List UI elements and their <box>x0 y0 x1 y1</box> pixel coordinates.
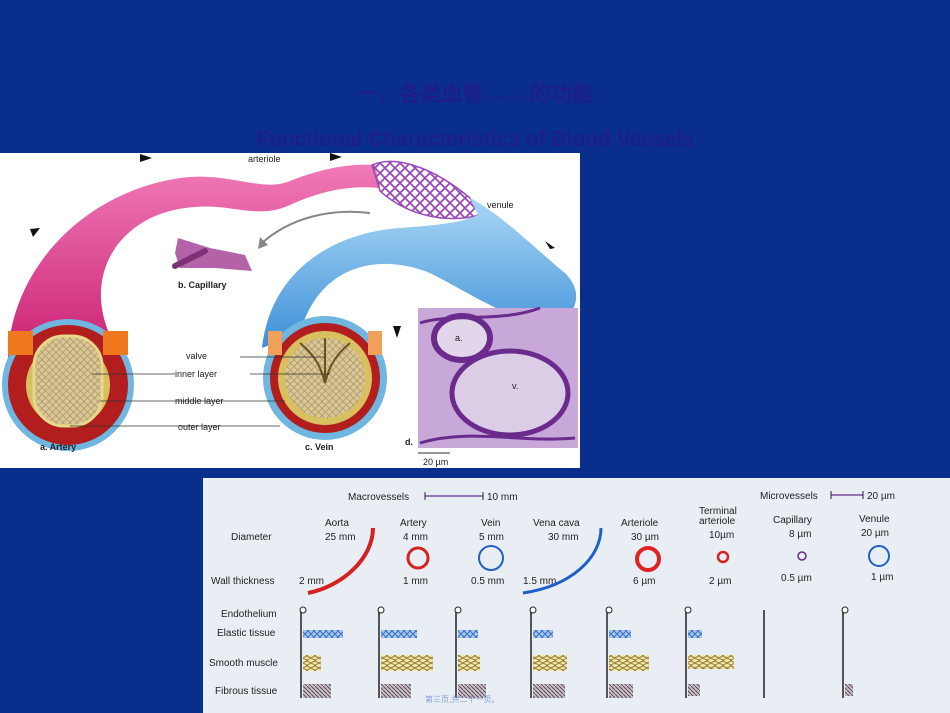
title-pinyin: (xuèguǎn) <box>483 94 530 104</box>
vessel-wall: 2 µm <box>709 576 731 587</box>
artery-cross-section <box>2 319 134 451</box>
vessel-arteriole: Arteriole 30 µm 6 µm <box>605 518 661 698</box>
macrovessels-label: Macrovessels <box>348 492 409 503</box>
vessel-wall: 1 mm <box>403 576 428 587</box>
vessel-name: Capillary <box>773 515 812 526</box>
title-chinese: 一、各类血管(xuèguǎn)的功能 <box>357 82 593 106</box>
label-micro-v: v. <box>512 381 518 391</box>
vessel-name: Arteriole <box>621 518 659 529</box>
micrograph <box>418 306 578 448</box>
vessel-wall: 1.5 mm <box>523 576 556 587</box>
microvessels-label: Microvessels <box>760 491 818 502</box>
vessel-wall: 1 µm <box>871 572 893 583</box>
vessel-name: Vena cava <box>533 518 580 529</box>
label-micro-d: d. <box>405 437 413 447</box>
row-label-fibrous: Fibrous tissue <box>215 686 278 697</box>
vessel-diameter: 20 µm <box>861 528 889 539</box>
vessel-vein: Vein 5 mm 0.5 mm <box>454 518 504 698</box>
label-micro-a: a. <box>455 333 463 343</box>
vessel-diameter: 4 mm <box>403 532 428 543</box>
vein-cross-section <box>263 316 387 440</box>
label-arteriole: arteriole <box>248 154 281 164</box>
label-capillary: b. Capillary <box>178 280 227 290</box>
vessel-diameter: 5 mm <box>479 532 504 543</box>
vessel-aorta: Aorta 25 mm 2 mm <box>299 518 375 698</box>
vessel-wall: 2 mm <box>299 576 324 587</box>
micro-scale-label: 20 µm <box>867 491 895 502</box>
label-venule: venule <box>487 200 514 210</box>
row-label-elastic: Elastic tissue <box>217 628 276 639</box>
vessel-terminal-arteriole: Terminal arteriole 10µm 2 µm <box>684 506 737 698</box>
vessel-venule: Venule 20 µm 1 µm <box>841 514 893 698</box>
vessel-wall: 6 µm <box>633 576 655 587</box>
vessel-name: Terminal <box>699 506 737 517</box>
title-english: Functional Characteristics of Blood Vess… <box>256 128 694 151</box>
label-inner-layer: inner layer <box>175 369 217 379</box>
label-middle-layer: middle layer <box>175 396 224 406</box>
label-scale: 20 µm <box>423 457 448 467</box>
macro-scale-label: 10 mm <box>487 492 518 503</box>
vessel-name: Venule <box>859 514 890 525</box>
vessel-wall: 0.5 µm <box>781 573 812 584</box>
vessel-capillary: Capillary 8 µm 0.5 µm <box>763 515 812 698</box>
vessel-diameter: 10µm <box>709 530 734 541</box>
vessel-name: Vein <box>481 518 500 529</box>
page-footer: 第三页,共二十一页。 <box>425 695 500 704</box>
row-label-endothelium: Endothelium <box>221 609 277 620</box>
vessel-diameter: 25 mm <box>325 532 356 543</box>
flow-arrows <box>30 153 555 338</box>
vessel-name: arteriole <box>699 516 736 527</box>
vessel-diameter: 8 µm <box>789 529 811 540</box>
label-vein: c. Vein <box>305 442 334 452</box>
label-artery: a. Artery <box>40 442 76 452</box>
vessel-comparison: Macrovessels 10 mm Microvessels 20 µm Di… <box>203 478 950 713</box>
label-outer-layer: outer layer <box>178 422 221 432</box>
vessel-name: Artery <box>400 518 427 529</box>
vessel-artery: Artery 4 mm 1 mm <box>377 518 433 698</box>
vessel-wall: 0.5 mm <box>471 576 504 587</box>
label-valve: valve <box>186 351 207 361</box>
vessel-illustration: arteriole venule b. Capillary valve inne… <box>0 153 580 468</box>
vessel-vena-cava: Vena cava 30 mm 1.5 mm <box>522 518 603 698</box>
row-label-smooth: Smooth muscle <box>209 658 278 669</box>
capillary-fragment <box>172 238 252 271</box>
vessel-diameter: 30 mm <box>548 532 579 543</box>
vessel-diameter: 30 µm <box>631 532 659 543</box>
row-label-diameter: Diameter <box>231 532 272 543</box>
vein-tube <box>262 198 577 348</box>
vessel-name: Aorta <box>325 518 349 529</box>
artery-tube <box>8 164 380 368</box>
row-label-wall-thickness: Wall thickness <box>211 576 275 587</box>
